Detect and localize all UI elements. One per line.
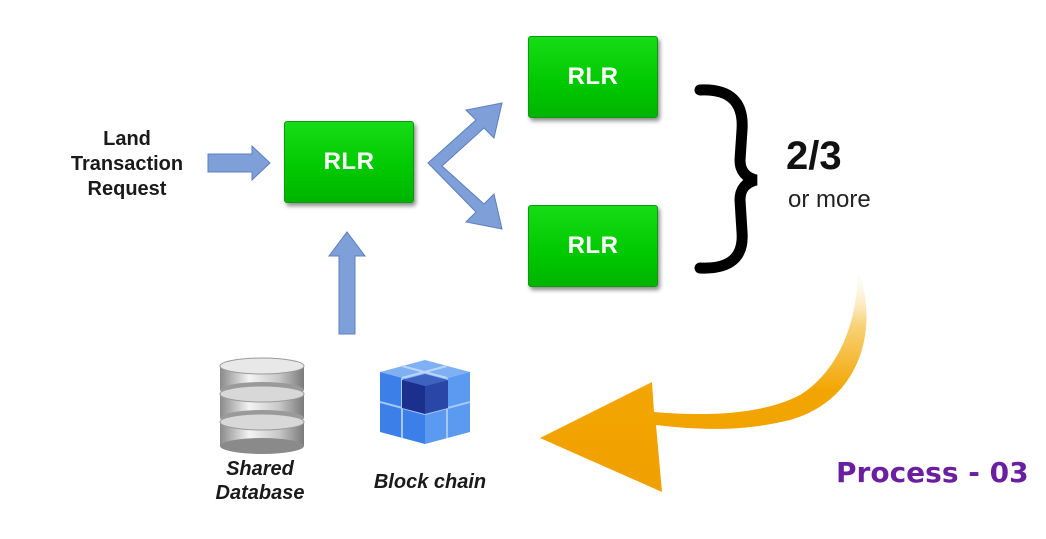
input-label-line1: Land	[103, 128, 151, 150]
database-icon	[219, 357, 305, 454]
input-label: Land Transaction Request	[52, 127, 202, 202]
database-label-line2: Database	[215, 482, 305, 504]
rlr-node-top-label: RLR	[567, 63, 619, 90]
input-arrow	[207, 144, 271, 182]
rlr-node-bottom: RLR	[528, 205, 658, 287]
blockchain-cube-icon	[379, 360, 471, 444]
process-label: Process - 03	[836, 456, 1029, 489]
rlr-node-center-label: RLR	[323, 148, 375, 175]
consensus-note: or more	[788, 186, 871, 213]
input-label-line3: Request	[87, 178, 167, 200]
database-label-line1: Shared	[226, 458, 294, 480]
input-label-line2: Transaction	[70, 153, 184, 175]
consensus-ratio: 2/3	[786, 134, 842, 178]
blockchain-label: Block chain	[373, 471, 487, 493]
database-label: Shared Database	[200, 457, 320, 505]
rlr-node-bottom-label: RLR	[567, 232, 619, 259]
curly-brace-icon	[694, 84, 758, 274]
return-arrow	[540, 268, 867, 492]
rlr-node-top: RLR	[528, 36, 658, 118]
rlr-node-center: RLR	[284, 121, 414, 203]
up-arrow	[328, 231, 366, 335]
fork-arrow	[427, 102, 503, 230]
